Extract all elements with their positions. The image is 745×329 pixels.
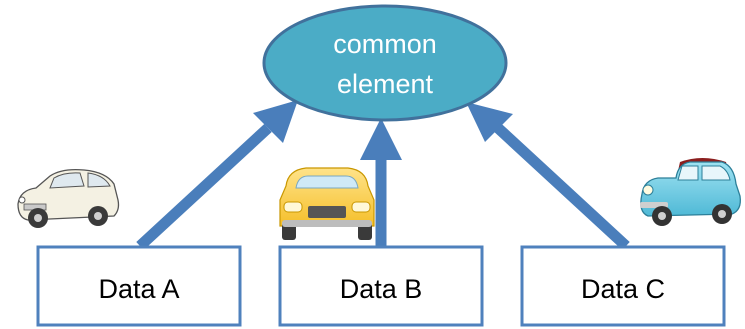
data-box-c-label: Data C bbox=[581, 274, 665, 304]
vintage-car-icon bbox=[17, 168, 120, 228]
arrow-c bbox=[466, 102, 630, 251]
data-box-c: Data C bbox=[520, 245, 726, 327]
center-label-line2: element bbox=[337, 69, 434, 99]
data-box-b-label: Data B bbox=[340, 274, 423, 304]
blue-car-icon bbox=[640, 158, 741, 226]
center-label-line1: common bbox=[333, 29, 437, 59]
data-box-a: Data A bbox=[36, 245, 242, 327]
data-box-a-label: Data A bbox=[98, 274, 179, 304]
arrow-b bbox=[360, 118, 402, 246]
arrow-a bbox=[136, 100, 298, 251]
yellow-car-icon bbox=[279, 167, 375, 240]
data-box-b: Data B bbox=[278, 245, 484, 327]
common-element-node: common element bbox=[262, 4, 508, 122]
